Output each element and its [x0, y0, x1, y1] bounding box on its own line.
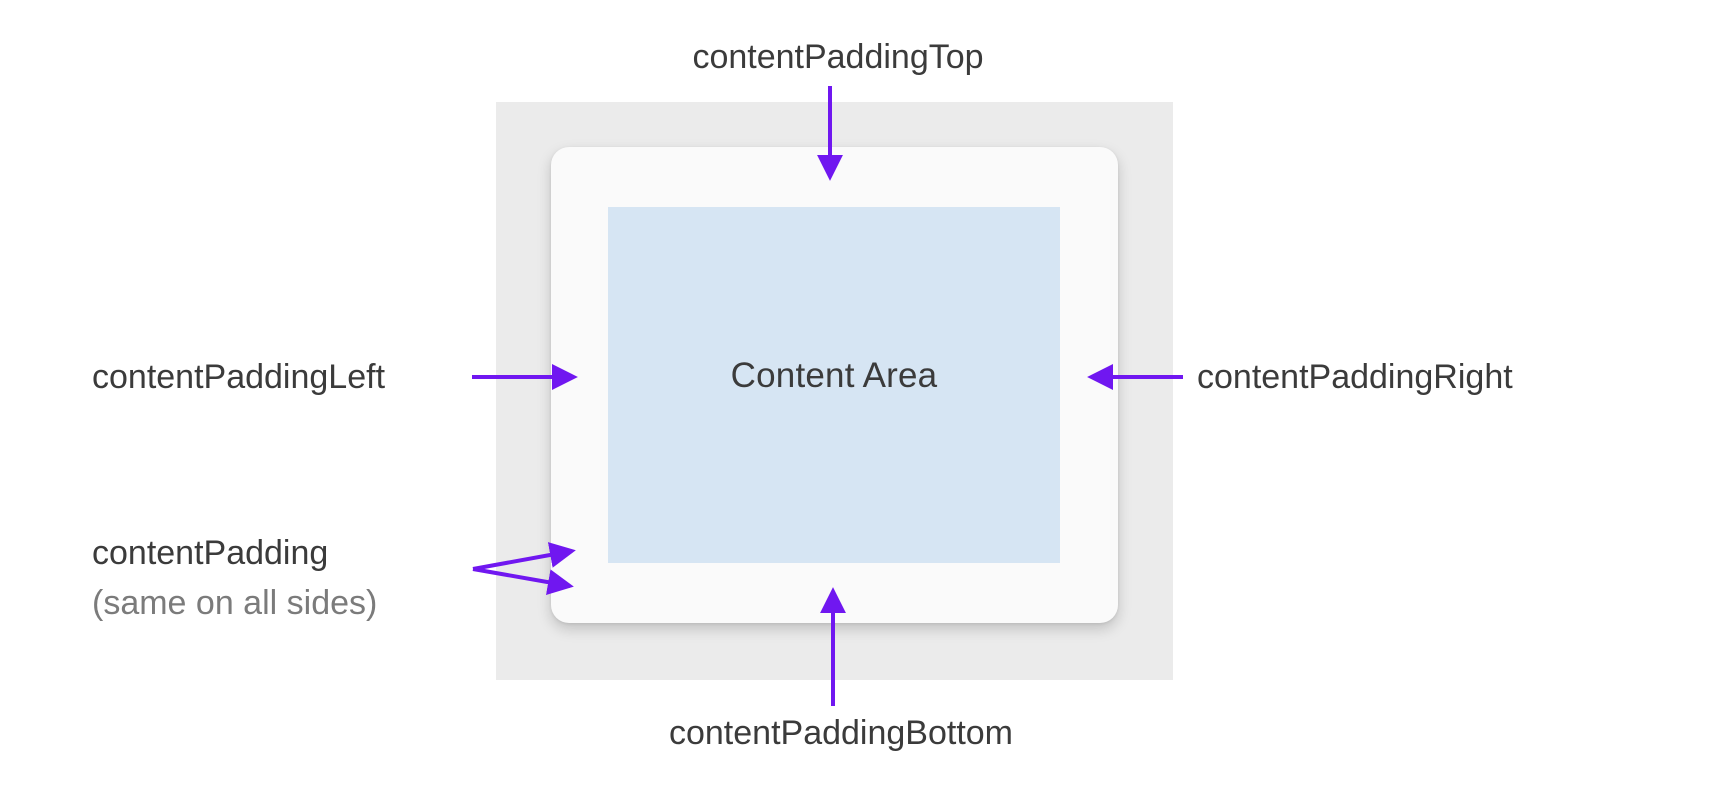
label-content-padding-uniform-name: contentPadding [92, 534, 329, 572]
label-content-padding-uniform: contentPadding (same on all sides) [92, 528, 377, 628]
label-content-padding-uniform-note: (same on all sides) [92, 584, 378, 622]
label-content-padding-bottom: contentPaddingBottom [668, 714, 1014, 752]
label-content-padding-right: contentPaddingRight [1197, 358, 1513, 396]
content-area-label: Content Area [730, 356, 938, 395]
label-content-padding-left: contentPaddingLeft [92, 358, 386, 396]
content-area-box: Content Area [608, 207, 1060, 563]
label-content-padding-top: contentPaddingTop [692, 38, 984, 76]
